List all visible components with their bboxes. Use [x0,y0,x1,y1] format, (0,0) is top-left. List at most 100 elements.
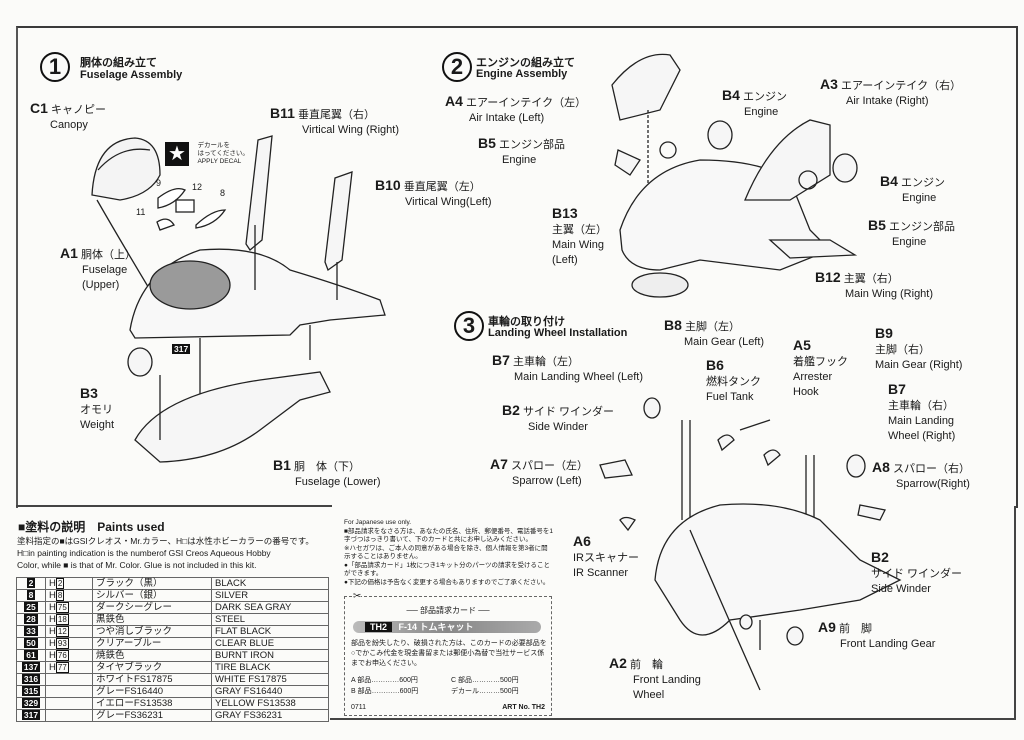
air-intake-left [611,53,681,121]
part-code: B11 [270,105,295,121]
card-code: 0711 [351,704,367,711]
product-name: F-14 トムキャット [398,622,474,632]
main-wheel-left [643,397,661,419]
price-part: C 部品 [451,677,472,684]
mr-color-number: 329 [21,698,41,708]
part-name-en: Main Wing (Right) [845,288,934,300]
paints-title: ■塗料の説明 Paints used [18,520,165,534]
part-name-en: Main Wing [552,239,604,251]
step-1-title-en: Fuselage Assembly [80,69,183,81]
part-name-jp: エンジン部品 [498,139,565,151]
notice-line: ●「部品請求カード」1枚につき1キット分のパーツの請求を受けることができます。 [344,561,551,578]
part-name-en: Fuselage [82,264,128,276]
part-code: A2 [609,655,627,671]
paint-name-jp: グレーFS36231 [92,709,212,722]
hobby-color-cell [45,673,93,686]
price-a: A 部品…………600円 [351,677,418,684]
star-icon: ★ [165,142,189,166]
price-decal: デカール………500円 [451,688,519,695]
notice-heading: For Japanese use only. [344,519,412,526]
mr-color-number: 316 [21,674,41,684]
part-name-en: Air Intake (Right) [846,95,929,107]
paint-name-jp: シルバー（銀） [92,589,212,602]
part-code: B5 [868,217,886,233]
part-name-jp: 胴 体（下） [293,461,360,473]
part-code: B1 [273,457,291,473]
part-code: A1 [60,245,78,261]
fuselage-lower [134,371,331,463]
decal-line-1: デカールを [197,142,230,149]
paint-name-jp: 焼鉄色 [92,649,212,662]
mr-color-cell: 317 [16,709,46,722]
part-label-a5: A5 着艦フック Arrester Hook [793,338,848,400]
paint-name-en: STEEL [211,613,329,626]
part-label-a4: A4 エアーインテイク（左） Air Intake (Left) [445,94,586,126]
part-label-b11: B11 垂直尾翼（右） Virtical Wing (Right) [270,106,399,138]
hobby-color-cell [45,685,93,698]
part-label-a8: A8 スパロー（右） Sparrow(Right) [872,460,970,492]
part-name-jp: スパロー（左） [510,460,588,472]
part-code: A9 [818,619,836,635]
paints-note-en: Color, while ■ is that of Mr. Color. Glu… [17,560,257,570]
decal-number: 12 [192,182,203,192]
mr-color-number: 28 [24,614,38,624]
paints-note: 塗料指定の■はGSIクレオス・Mr.カラー、H□は水性ホビーカラーの番号です。 … [17,535,337,571]
hobby-color-cell [45,709,93,722]
part-name-en: Sparrow(Right) [896,478,970,490]
notice-line: ※ハセガワは、ご本人の同意がある場合を除き、個人情報を第3者に開示することはあり… [344,544,548,561]
price-value: 600円 [399,677,418,684]
step-1-number: 1 [40,52,70,82]
part-name-en: Arrester [793,371,833,383]
frame-divider [16,505,332,507]
paint-name-jp: つや消しブラック [92,625,212,638]
paint-name-en: SILVER [211,589,329,602]
part-label-b3: B3 オモリ Weight [80,386,114,433]
scissors-icon: ✂ [353,591,362,602]
part-code: A5 [793,337,811,353]
part-code: B10 [375,177,401,193]
part-name-jp: エンジン [742,91,787,103]
decal-number: 8 [220,188,226,198]
paint-name-jp: タイヤブラック [92,661,212,674]
mr-color-number: 8 [26,590,36,600]
decal-line-2: はってください。 [197,150,249,157]
part-name-en: Wheel [633,689,665,701]
part-label-b2-right: B2 サイド ワインダー Side Winder [871,550,962,597]
part-label-b2-left: B2 サイド ワインダー Side Winder [502,403,614,435]
paint-name-en: CLEAR BLUE [211,637,329,650]
part-label-b1: B1 胴 体（下） Fuselage (Lower) [273,458,381,490]
part-name-jp: 着艦フック [793,356,848,368]
part-label-b6: B6 燃料タンク Fuel Tank [706,358,761,405]
paint-name-en: DARK SEA GRAY [211,601,329,614]
parts-request-card: ✂ ── 部品請求カード ── TH2 F-14 トムキャット 部品を紛失したり… [344,591,552,716]
part-code: B4 [880,173,898,189]
part-label-a2: A2 前 輪 Front Landing Wheel [609,656,701,703]
kit-code-tag: TH2 [365,622,393,632]
part-code: B3 [80,385,98,401]
part-label-b5-right: B5 エンジン部品 Engine [868,218,955,250]
part-name-jp: キャノピー [50,104,106,116]
part-name-jp: 燃料タンク [706,376,761,388]
japanese-notice: For Japanese use only. ■部品請求をなさる方は、あなたの氏… [344,519,554,587]
paint-name-en: FLAT BLACK [211,625,329,638]
part-name-en: Fuselage (Lower) [295,476,381,488]
part-name-en: Main Gear (Right) [875,359,963,371]
part-code: B13 [552,205,578,221]
part-label-b12: B12 主翼（右） Main Wing (Right) [815,270,933,302]
part-name-jp: オモリ [80,404,113,416]
card-body: 部品を紛失したり、破損された方は、このカードの必要部品を○でかこみ代金を現金書留… [351,640,547,667]
notice-line: ■部品請求をなさる方は、あなたの氏名、住所、郵便番号、電話番号を1字づつはっきり… [344,527,554,544]
engine-part [707,120,733,150]
part-code: A6 [573,533,591,549]
part-name-jp: エンジン [900,177,945,189]
part-name-en: Canopy [50,119,88,131]
part-name-en: IR Scanner [573,567,629,579]
part-name-en: Virtical Wing (Right) [302,124,399,136]
